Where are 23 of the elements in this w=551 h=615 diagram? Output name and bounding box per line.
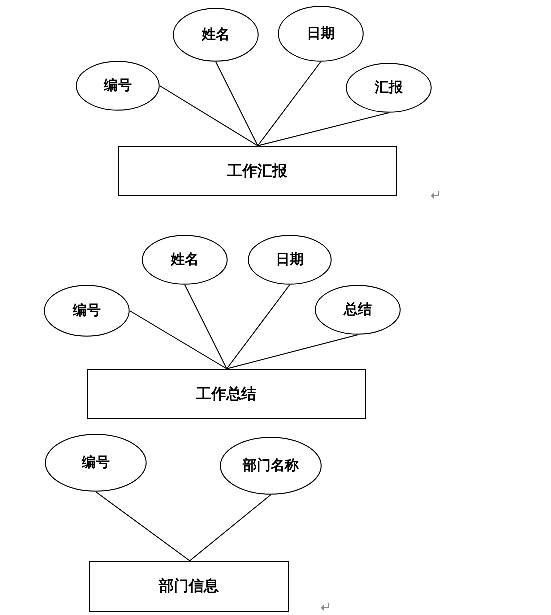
attribute-ellipse: 汇报 [346,63,432,113]
attribute-ellipse: 部门名称 [220,437,322,495]
connector-line [258,62,322,146]
connector-line [216,62,258,146]
attribute-ellipse: 姓名 [142,235,228,285]
connector-line [258,112,390,146]
connector-line [226,334,358,370]
attribute-ellipse: 总结 [315,285,401,335]
attribute-ellipse: 编号 [45,434,147,492]
connector-line [184,284,228,370]
connector-line [190,494,272,562]
connector-line [96,492,190,562]
connector-line [160,86,258,146]
attribute-ellipse: 编号 [44,285,130,337]
entity-box: 工作总结 [87,369,366,419]
attribute-ellipse: 日期 [248,235,332,285]
entity-box: 工作汇报 [118,146,397,196]
attribute-ellipse: 日期 [278,6,364,62]
attribute-ellipse: 姓名 [173,8,259,62]
connector-line [226,284,290,370]
connector-line [130,310,228,370]
entity-box: 部门信息 [89,561,289,612]
attribute-ellipse: 编号 [76,61,160,111]
